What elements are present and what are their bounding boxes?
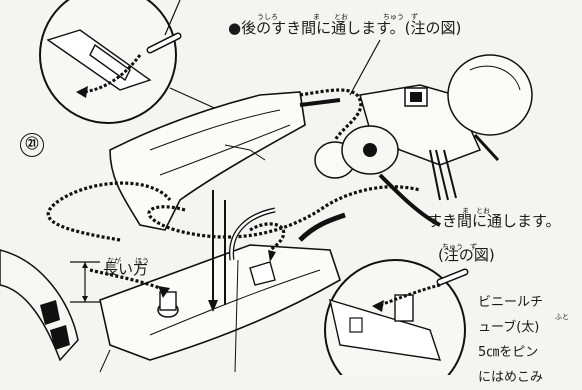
- bottom-right-line-2: ューブ(太): [478, 320, 540, 335]
- bottom-right-furigana: ふと: [555, 313, 569, 321]
- bottom-right-line-1: ビニールチ: [478, 295, 544, 310]
- pulley-disc: [299, 98, 399, 179]
- upper-housing-part: [109, 91, 306, 231]
- inset-detail-top-left: [39, 0, 182, 124]
- bottom-right-note: ビニールチ ューブ(太) 5㎝をピン にはめこみ: [478, 290, 543, 390]
- right-note-line1: すき間に通します。: [427, 212, 561, 230]
- base-tray: [99, 244, 341, 361]
- bottom-right-line-4: にはめこみ: [478, 370, 544, 385]
- length-marker: [70, 261, 100, 303]
- inset-detail-bottom-right: [324, 259, 469, 375]
- motor-assembly: [359, 54, 533, 201]
- callout-number: ㉑: [20, 133, 44, 157]
- assembly-diagram: [0, 0, 533, 375]
- right-note-line2: (注の図): [438, 246, 495, 264]
- bottom-right-line-3: 5㎝をピン: [478, 345, 539, 360]
- right-note-furigana-1: ま とお: [462, 207, 490, 215]
- top-note-furigana: うしろ ま とお ちゅう ず: [257, 13, 418, 21]
- top-note: ●後のすき間に通します。(注の図): [228, 19, 462, 37]
- right-note-furigana-2: ちゅう ず: [442, 243, 477, 251]
- left-label: 長い方: [103, 260, 149, 278]
- left-label-furigana: なが ほう: [107, 257, 149, 265]
- fan-blade-left: [0, 249, 79, 362]
- wire-route-dashed: [46, 88, 421, 292]
